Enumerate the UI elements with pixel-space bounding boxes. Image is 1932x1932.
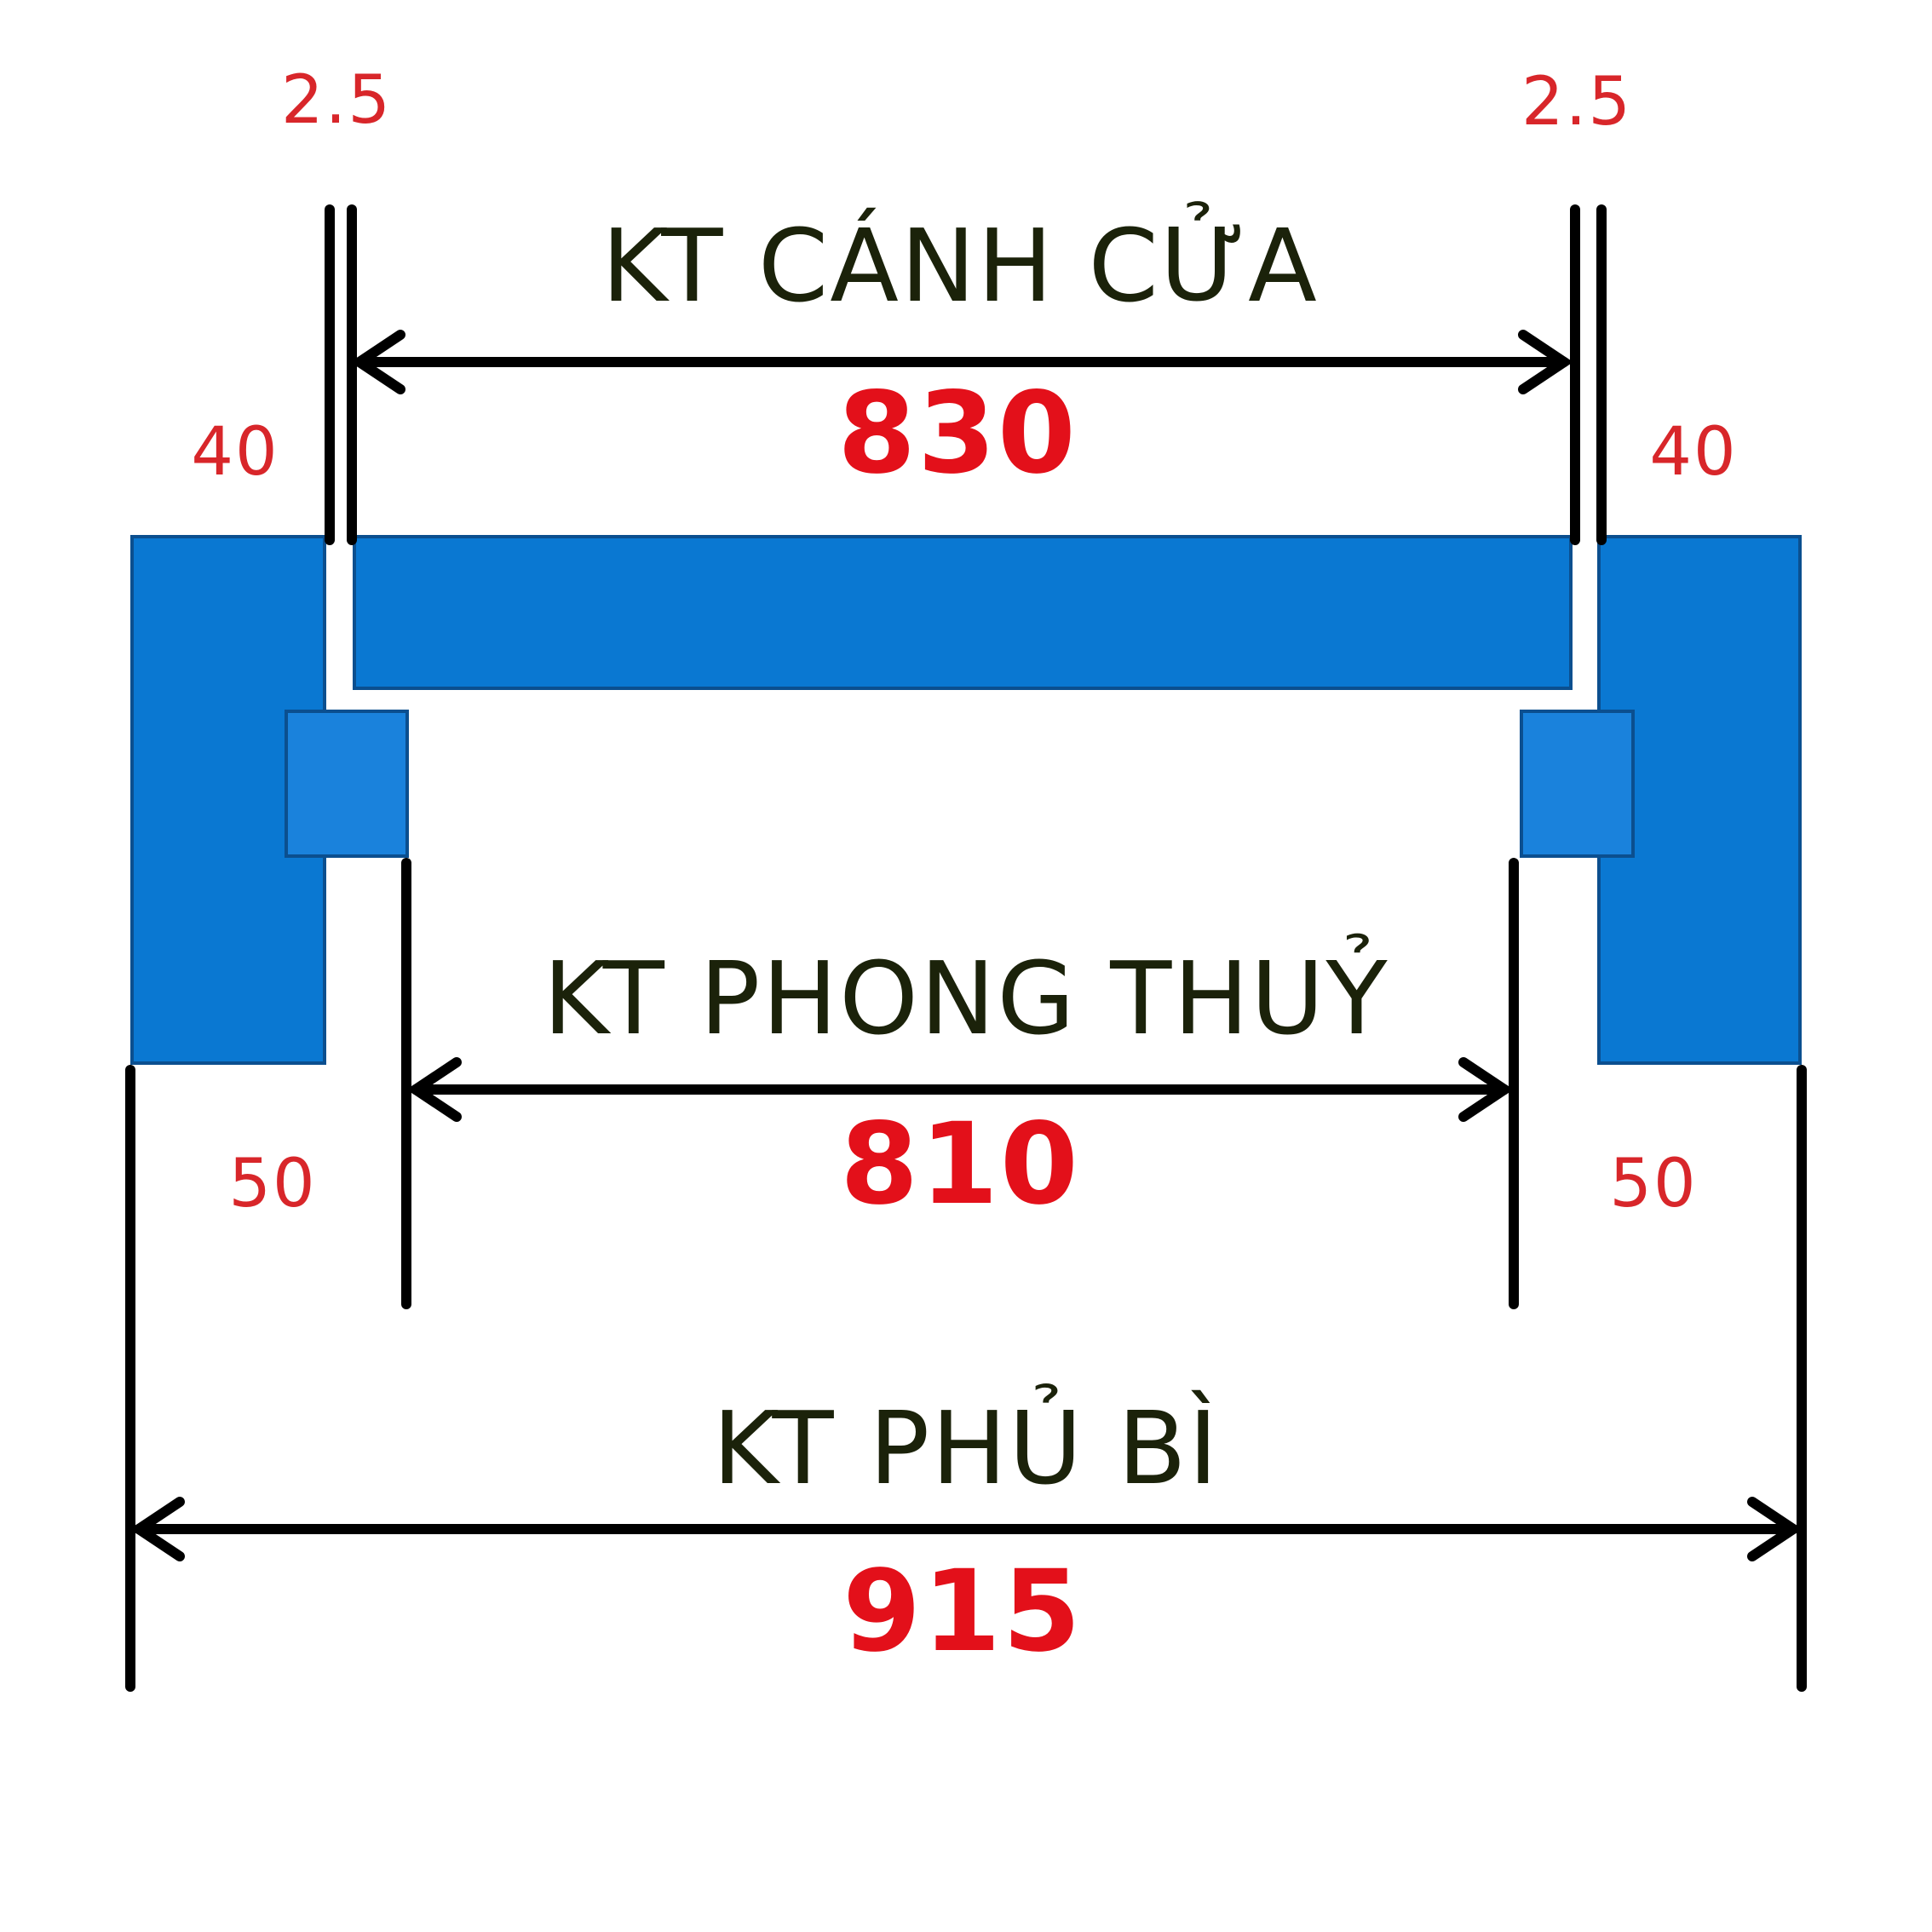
top-right-ext-line-outer [1596,204,1607,545]
gap-left-label: 2.5 [280,62,393,139]
outer-right-ext-line [1797,1065,1807,1692]
door-leaf-value: 830 [837,368,1078,499]
top-right-frame-label: 40 [1649,414,1738,491]
top-left-ext-line-inner [347,204,357,545]
middle-left-ext-line [401,858,411,1309]
left-gap [326,535,353,710]
door-leaf [353,535,1573,690]
gap-right-label: 2.5 [1521,64,1633,141]
top-left-frame-label: 40 [191,414,279,491]
feng-shui-title: KT PHONG THUỶ [543,940,1389,1057]
feng-shui-value: 810 [840,1099,1080,1230]
left-stop-tab [285,710,409,858]
door-leaf-title: KT CÁNH CỬA [601,207,1319,325]
overall-value: 915 [842,1546,1083,1677]
overall-title: KT PHỦ BÌ [712,1389,1220,1507]
right-stop-tab [1520,710,1635,858]
top-left-ext-line-outer [325,204,335,545]
bottom-left-frame-label: 50 [228,1146,317,1222]
right-gap [1573,535,1597,710]
outer-left-ext-line [125,1065,135,1692]
top-right-ext-line-inner [1570,204,1580,545]
bottom-right-frame-label: 50 [1609,1146,1698,1222]
middle-right-ext-line [1509,858,1519,1309]
